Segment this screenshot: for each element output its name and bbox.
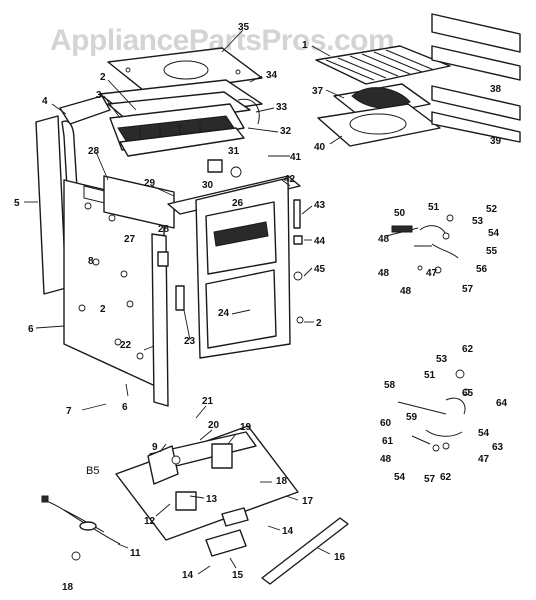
callout-16: 16 <box>334 552 346 563</box>
valve-assembly-upper <box>385 214 459 274</box>
callout-41: 41 <box>290 152 302 163</box>
callout-5: 5 <box>14 198 20 209</box>
insulation-panel <box>103 175 175 229</box>
valve-assembly-lower <box>397 369 470 452</box>
callout-30: 30 <box>202 180 214 191</box>
callout-11: 11 <box>130 548 141 559</box>
valve-parts <box>207 159 242 178</box>
callout-54b: 54 <box>478 428 490 439</box>
callout-48c: 48 <box>400 286 412 297</box>
broiler-pan-insert <box>333 83 431 119</box>
broiler-pan <box>317 103 441 147</box>
callout-21: 21 <box>202 396 214 407</box>
callout-2b: 2 <box>100 304 106 315</box>
section-code: B5 <box>86 465 99 477</box>
callout-54c: 54 <box>394 472 406 483</box>
callout-23: 23 <box>184 336 196 347</box>
front-frame <box>167 175 301 359</box>
callout-50: 50 <box>394 208 406 219</box>
callout-47b: 47 <box>478 454 490 465</box>
callout-62b: 62 <box>440 472 452 483</box>
callout-37: 37 <box>312 86 324 97</box>
callout-57a: 57 <box>462 284 474 295</box>
callout-1: 1 <box>302 40 308 51</box>
callout-57b: 57 <box>424 474 436 485</box>
callout-60: 60 <box>380 418 392 429</box>
power-cord <box>41 495 121 561</box>
callout-38: 38 <box>490 84 502 95</box>
callout-47a: 47 <box>426 268 438 279</box>
callout-4: 4 <box>42 96 48 107</box>
callout-18b: 18 <box>62 582 74 593</box>
center-post <box>151 233 185 407</box>
kick-plate <box>261 517 349 585</box>
callout-54a: 54 <box>488 228 500 239</box>
callout-3a: 3 <box>96 90 102 101</box>
callout-62: 62 <box>462 344 474 355</box>
callout-6a: 6 <box>28 324 34 335</box>
callout-31: 31 <box>228 146 240 157</box>
callout-19: 19 <box>240 422 252 433</box>
callout-58: 58 <box>384 380 396 391</box>
callout-28b: 28 <box>158 224 170 235</box>
callout-20: 20 <box>208 420 220 431</box>
callout-28a: 28 <box>88 146 100 157</box>
callout-39: 39 <box>490 136 502 147</box>
callout-42: 42 <box>284 174 296 185</box>
callout-7: 7 <box>66 406 72 417</box>
callout-labels: 35 34 33 32 2 3 4 5 1 37 40 38 39 41 31 … <box>14 22 508 593</box>
callout-27: 27 <box>124 234 136 245</box>
callout-64: 64 <box>496 398 508 409</box>
callout-43: 43 <box>314 200 326 211</box>
callout-61: 61 <box>382 436 394 447</box>
callout-29: 29 <box>144 178 156 189</box>
callout-55: 55 <box>486 246 498 257</box>
callout-13: 13 <box>206 494 218 505</box>
callout-15: 15 <box>232 570 244 581</box>
callout-51a: 51 <box>428 202 440 213</box>
callout-40: 40 <box>314 142 326 153</box>
callout-45: 45 <box>314 264 326 275</box>
side-rails <box>431 13 521 143</box>
callout-14a: 14 <box>282 526 294 537</box>
callout-33: 33 <box>276 102 288 113</box>
callout-12: 12 <box>144 516 156 527</box>
callout-53b: 53 <box>436 354 448 365</box>
callout-2c: 2 <box>316 318 322 329</box>
callout-48b: 48 <box>378 268 390 279</box>
callout-53a: 53 <box>472 216 484 227</box>
callout-14b: 14 <box>182 570 194 581</box>
callout-59: 59 <box>406 412 418 423</box>
callout-48a: 48 <box>378 234 390 245</box>
callout-32: 32 <box>280 126 292 137</box>
callout-51b: 51 <box>424 370 436 381</box>
callout-26: 26 <box>232 198 244 209</box>
callout-48d: 48 <box>380 454 392 465</box>
callout-35: 35 <box>238 22 250 33</box>
bottom-tray <box>115 425 299 557</box>
callout-2a: 2 <box>100 72 106 83</box>
callout-65: 65 <box>462 388 474 399</box>
callout-9: 9 <box>152 442 158 453</box>
oven-rack <box>315 45 451 85</box>
callout-22: 22 <box>120 340 132 351</box>
callout-34: 34 <box>266 70 278 81</box>
callout-63: 63 <box>492 442 504 453</box>
callout-8: 8 <box>88 256 94 267</box>
callout-52a: 52 <box>486 204 498 215</box>
callout-44: 44 <box>314 236 326 247</box>
callout-6b: 6 <box>122 402 128 413</box>
burner-box <box>99 79 263 157</box>
leader-lines <box>24 29 345 575</box>
callout-17: 17 <box>302 496 314 507</box>
callout-24: 24 <box>218 308 230 319</box>
hinge-parts <box>293 199 304 324</box>
callout-56: 56 <box>476 264 488 275</box>
callout-18a: 18 <box>276 476 288 487</box>
